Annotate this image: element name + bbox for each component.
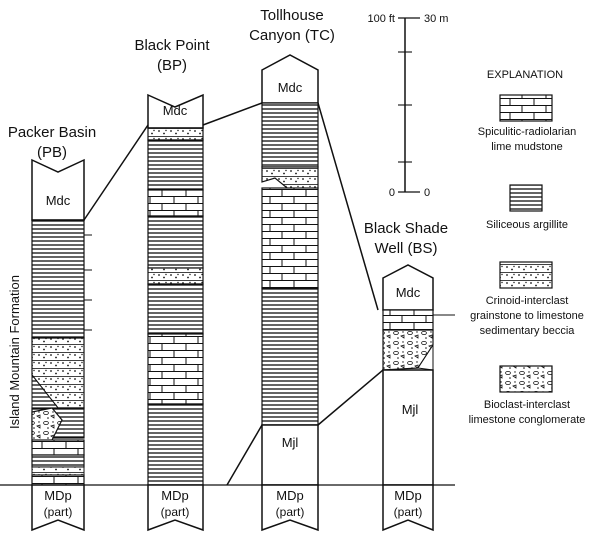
- column-black-point: [148, 95, 203, 530]
- pb-argillite-upper: [32, 220, 84, 338]
- bs-mdp-label: MDp: [394, 488, 421, 503]
- bp-grainstone-mid: [148, 268, 203, 284]
- scale-feet-zero: 0: [389, 187, 395, 199]
- bp-title-line2: (BP): [157, 57, 187, 74]
- legend-grainstone-line2: grainstone to limestone: [470, 310, 584, 322]
- bp-argillite-4: [148, 404, 203, 485]
- tc-title-line2: Canyon (TC): [249, 27, 335, 44]
- bp-title-line1: Black Point: [134, 37, 210, 54]
- tc-mdp-note: (part): [276, 505, 305, 519]
- bp-argillite-1: [148, 140, 203, 190]
- legend-lime-line1: Spiculitic-radiolarian: [478, 126, 576, 138]
- pb-mdc-label: Mdc: [46, 193, 71, 208]
- bs-mdp-note: (part): [394, 505, 423, 519]
- tc-mdc-unit: [262, 55, 318, 103]
- legend-grainstone-line3: sedimentary beccia: [480, 325, 576, 337]
- bp-lime-1: [148, 190, 203, 216]
- bs-mjl-label: Mjl: [402, 402, 419, 417]
- legend-conglomerate-swatch: [500, 366, 552, 392]
- legend-lime-line2: lime mudstone: [491, 141, 563, 153]
- column-packer-basin: [32, 160, 92, 530]
- tc-argillite-1: [262, 103, 318, 167]
- tc-mjl-unit: [262, 425, 318, 485]
- bs-lime: [383, 310, 433, 330]
- tc-mjl-label: Mjl: [282, 435, 299, 450]
- tc-title-line1: Tollhouse: [260, 7, 323, 24]
- pb-mdc-unit: [32, 160, 84, 220]
- pb-grainstone-thin: [32, 467, 84, 475]
- pb-title-line1: Packer Basin: [8, 124, 96, 141]
- bs-mjl-unit: [383, 370, 433, 485]
- bp-mdc-label: Mdc: [163, 103, 188, 118]
- bs-mdc-label: Mdc: [396, 285, 421, 300]
- bp-lime-2: [148, 334, 203, 404]
- legend-lime-swatch: [500, 95, 552, 121]
- pb-mdp-label: MDp: [44, 488, 71, 503]
- scale-feet-top: 100 ft: [367, 13, 395, 25]
- column-tollhouse-canyon: [262, 55, 318, 530]
- bp-mdp-note: (part): [161, 505, 190, 519]
- tc-mdc-label: Mdc: [278, 80, 303, 95]
- legend-conglomerate-line2: limestone conglomerate: [469, 414, 586, 426]
- legend-argillite-swatch: [510, 185, 542, 211]
- legend-argillite-line1: Siliceous argillite: [486, 219, 568, 231]
- bp-argillite-3: [148, 284, 203, 334]
- tc-mdp-label: MDp: [276, 488, 303, 503]
- bp-mdp-label: MDp: [161, 488, 188, 503]
- bs-title-line2: Well (BS): [374, 240, 437, 257]
- mjl-correlation-tc-bs: [318, 370, 383, 425]
- legend-conglomerate-line1: Bioclast-interclast: [484, 399, 570, 411]
- pb-title-line2: (PB): [37, 144, 67, 161]
- explanation-legend: EXPLANATION Spiculitic-radiolarian lime …: [469, 69, 586, 426]
- mdc-correlation-bp-tc: [203, 103, 262, 125]
- pb-mdp-note: (part): [44, 505, 73, 519]
- scale-bar: 100 ft 30 m 0 0: [367, 13, 448, 199]
- pb-argillite-lower: [32, 455, 84, 467]
- bp-grainstone-top: [148, 128, 203, 140]
- mdc-correlation-tc-bs: [318, 103, 378, 310]
- tc-lime: [262, 188, 318, 288]
- scale-meters-top: 30 m: [424, 13, 448, 25]
- mjl-correlation-bp-tc: [227, 425, 262, 485]
- scale-meters-zero: 0: [424, 187, 430, 199]
- bs-title-line1: Black Shade: [364, 220, 448, 237]
- legend-grainstone-line1: Crinoid-interclast: [486, 295, 569, 307]
- bp-argillite-2: [148, 216, 203, 268]
- explanation-title: EXPLANATION: [487, 69, 563, 81]
- pb-lime-basal: [32, 475, 84, 485]
- pb-lime-mudstone: [32, 440, 84, 455]
- legend-grainstone-swatch: [500, 262, 552, 288]
- tc-argillite-2: [262, 288, 318, 425]
- formation-label: Island Mountain Formation: [7, 275, 22, 429]
